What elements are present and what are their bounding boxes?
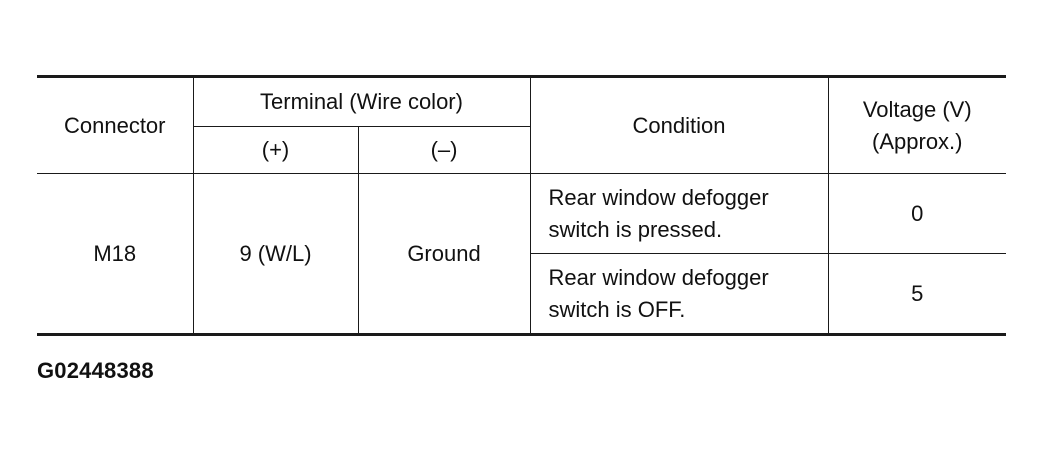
figure-code-caption: G02448388	[37, 358, 154, 383]
condition-line: switch is pressed.	[548, 216, 723, 242]
condition-line: Rear window defogger	[548, 264, 769, 290]
header-voltage: Voltage (V) (Approx.)	[827, 75, 1007, 174]
header-voltage-line1: Voltage (V)	[862, 96, 972, 122]
header-voltage-line2: (Approx.)	[872, 128, 963, 154]
cell-terminal-plus: 9 (W/L)	[192, 173, 359, 336]
header-condition: Condition	[529, 75, 829, 174]
condition-line: switch is OFF.	[548, 296, 686, 322]
cell-connector: M18	[37, 173, 194, 336]
header-terminal-minus: (–)	[357, 126, 531, 174]
cell-condition-off: Rear window defogger switch is OFF.	[530, 253, 829, 336]
header-connector: Connector	[37, 75, 194, 174]
cell-terminal-minus: Ground	[357, 173, 531, 336]
header-terminal-wire-color: Terminal (Wire color)	[192, 75, 531, 127]
header-terminal-plus: (+)	[193, 126, 359, 174]
cell-condition-pressed: Rear window defogger switch is pressed.	[529, 173, 829, 254]
condition-line: Rear window defogger	[548, 184, 769, 210]
cell-voltage-pressed: 0	[827, 173, 1007, 254]
cell-voltage-off: 5	[827, 253, 1007, 336]
voltage-spec-table: Connector Terminal (Wire color) Conditio…	[37, 75, 1007, 336]
